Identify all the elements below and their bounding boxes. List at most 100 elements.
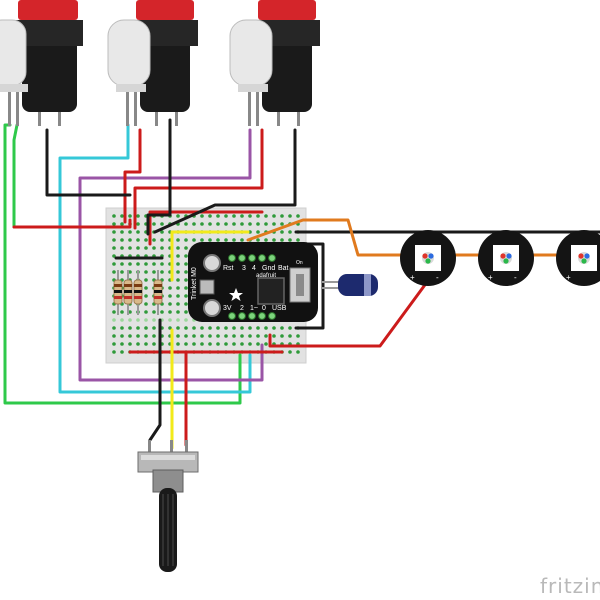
- breadboard-hole: [112, 246, 116, 250]
- breadboard-hole: [120, 246, 124, 250]
- breadboard-hole: [264, 238, 268, 242]
- wire-red-2: [123, 128, 142, 224]
- breadboard-hole: [296, 214, 300, 218]
- breadboard-hole: [224, 238, 228, 242]
- breadboard-hole: [224, 342, 228, 346]
- breadboard-hole: [280, 214, 284, 218]
- potentiometer[interactable]: [137, 440, 199, 572]
- breadboard-hole: [152, 222, 156, 226]
- breadboard-hole: [136, 318, 140, 322]
- breadboard-hole: [176, 270, 180, 274]
- breadboard-hole: [120, 262, 124, 266]
- breadboard-hole: [256, 334, 260, 338]
- resistor: [113, 270, 123, 315]
- breadboard-hole: [136, 214, 140, 218]
- breadboard-hole: [240, 222, 244, 226]
- breadboard-hole: [184, 310, 188, 314]
- wire-red-5: [268, 276, 432, 348]
- breadboard-hole: [144, 334, 148, 338]
- breadboard-hole: [192, 222, 196, 226]
- board-pin: [258, 254, 266, 262]
- breadboard-hole: [160, 270, 164, 274]
- breadboard-hole: [224, 334, 228, 338]
- breadboard-hole: [272, 222, 276, 226]
- breadboard-hole: [216, 342, 220, 346]
- pushbutton-cap[interactable]: [136, 0, 194, 20]
- breadboard-hole: [248, 222, 252, 226]
- label-model: Trinket M0: [191, 267, 198, 300]
- breadboard-hole: [168, 294, 172, 298]
- label-bat: Bat: [278, 265, 289, 272]
- breadboard-hole: [144, 286, 148, 290]
- breadboard-hole: [272, 326, 276, 330]
- breadboard-hole: [184, 318, 188, 322]
- label-gnd: Gnd: [262, 265, 275, 272]
- breadboard-hole: [200, 214, 204, 218]
- neopixel-2: + -: [478, 230, 534, 286]
- breadboard-hole: [280, 222, 284, 226]
- breadboard-hole: [112, 230, 116, 234]
- breadboard-hole: [144, 294, 148, 298]
- breadboard-hole: [160, 238, 164, 242]
- pushbutton-cap[interactable]: [258, 0, 316, 20]
- label-pin-1: 1~: [250, 305, 258, 312]
- breadboard-hole: [112, 270, 116, 274]
- breadboard-hole: [128, 326, 132, 330]
- wire-black-2: [146, 118, 172, 236]
- breadboard-hole: [168, 286, 172, 290]
- breadboard-hole: [112, 254, 116, 258]
- breadboard-hole: [176, 326, 180, 330]
- reset-button[interactable]: [199, 279, 215, 295]
- wire-cyan: [58, 123, 252, 394]
- mcu-chip: [257, 277, 285, 305]
- breadboard-hole: [208, 238, 212, 242]
- breadboard-hole: [168, 326, 172, 330]
- neopixel-plus: +: [488, 273, 493, 282]
- breadboard-hole: [288, 334, 292, 338]
- breadboard-hole: [128, 310, 132, 314]
- breadboard-hole: [224, 222, 228, 226]
- breadboard-hole: [128, 318, 132, 322]
- breadboard-hole: [184, 302, 188, 306]
- breadboard-hole: [192, 334, 196, 338]
- pushbutton-cap[interactable]: [18, 0, 78, 20]
- wire-green-2: [12, 123, 19, 229]
- breadboard-hole: [144, 262, 148, 266]
- breadboard-hole: [144, 270, 148, 274]
- breadboard-hole: [136, 262, 140, 266]
- star-logo-icon: [229, 288, 243, 301]
- breadboard-hole: [144, 318, 148, 322]
- breadboard-hole: [216, 326, 220, 330]
- breadboard-hole: [240, 238, 244, 242]
- breadboard-hole: [200, 238, 204, 242]
- breadboard-hole: [208, 222, 212, 226]
- board-pin: [228, 312, 236, 320]
- breadboard-hole: [136, 238, 140, 242]
- breadboard-hole: [200, 222, 204, 226]
- breadboard-hole: [144, 310, 148, 314]
- breadboard-hole: [136, 222, 140, 226]
- breadboard-hole: [272, 238, 276, 242]
- breadboard-hole: [240, 214, 244, 218]
- breadboard-hole: [264, 342, 268, 346]
- breadboard-hole: [152, 270, 156, 274]
- breadboard-hole: [184, 270, 188, 274]
- wire-black-1: [45, 128, 132, 197]
- breadboard-hole: [272, 334, 276, 338]
- breadboard-hole: [208, 214, 212, 218]
- breadboard-hole: [112, 214, 116, 218]
- breadboard-hole: [128, 342, 132, 346]
- breadboard-hole: [224, 214, 228, 218]
- breadboard-hole: [176, 246, 180, 250]
- breadboard-hole: [256, 230, 260, 234]
- fritzing-logo: fritzing: [540, 574, 600, 598]
- board-pin: [268, 312, 276, 320]
- label-pin-2: 2: [240, 305, 244, 312]
- breadboard-hole: [160, 262, 164, 266]
- breadboard-hole: [248, 326, 252, 330]
- breadboard-hole: [136, 334, 140, 338]
- breadboard-hole: [128, 262, 132, 266]
- breadboard-hole: [208, 334, 212, 338]
- breadboard-hole: [232, 214, 236, 218]
- wire-yellow-1: [170, 230, 250, 282]
